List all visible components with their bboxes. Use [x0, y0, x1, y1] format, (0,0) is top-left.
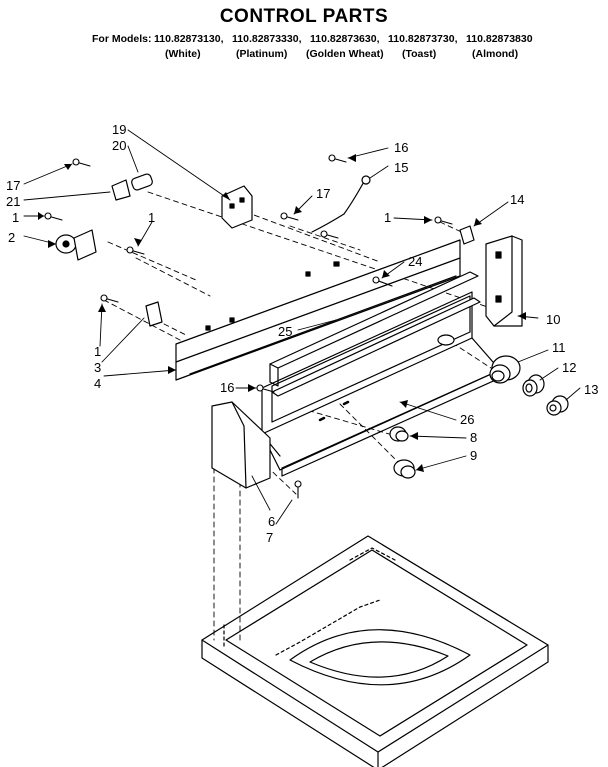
callout-17: 17 — [6, 178, 20, 193]
end-cap — [211, 401, 271, 489]
callout-19: 19 — [112, 122, 126, 137]
small-knob — [389, 426, 409, 442]
callout-21: 21 — [6, 194, 20, 209]
model-color: (White) — [165, 48, 201, 60]
callout-1: 1 — [94, 344, 101, 359]
callouts: 19 20 17 21 1 2 1 1 3 4 16 15 17 1 14 24… — [6, 122, 598, 545]
callout-11: 11 — [552, 340, 566, 355]
switch-component — [55, 229, 97, 261]
trim-strip — [269, 271, 481, 397]
callout-3: 3 — [94, 360, 101, 375]
callout-24: 24 — [408, 254, 422, 269]
model-number: 110.82873730, — [388, 33, 458, 45]
cabinet-top — [201, 535, 549, 767]
model-color: (Almond) — [472, 48, 519, 60]
right-end-cap — [485, 235, 523, 327]
model-number: 110.82873630, — [310, 33, 380, 45]
model-color: (Platinum) — [236, 48, 288, 60]
callout-1: 1 — [12, 210, 19, 225]
model-number: 110.82873330, — [232, 33, 302, 45]
callout-6: 6 — [268, 514, 275, 529]
screws — [44, 154, 453, 499]
callout-26: 26 — [460, 412, 474, 427]
callout-2: 2 — [8, 230, 15, 245]
knob — [546, 395, 569, 416]
callout-4: 4 — [94, 376, 101, 391]
clip-part — [145, 301, 163, 327]
callout-17: 17 — [316, 186, 330, 201]
diagram-title: CONTROL PARTS — [219, 6, 389, 27]
model-number: 110.82873130, — [154, 33, 224, 45]
callout-25: 25 — [278, 324, 292, 339]
callout-9: 9 — [470, 448, 477, 463]
callout-13: 13 — [584, 382, 598, 397]
callout-16: 16 — [394, 140, 408, 155]
large-knob — [393, 459, 416, 479]
callout-1: 1 — [384, 210, 391, 225]
callout-20: 20 — [112, 138, 126, 153]
models-prefix: For Models: — [92, 33, 152, 45]
model-number: 110.82873830 — [466, 33, 533, 45]
callout-10: 10 — [546, 312, 560, 327]
alignment-lines — [103, 191, 521, 641]
switch-bracket — [221, 185, 253, 229]
callout-12: 12 — [562, 360, 576, 375]
timer-dial — [489, 355, 521, 384]
model-color: (Toast) — [402, 48, 437, 60]
knob-skirt — [522, 374, 545, 397]
callout-15: 15 — [394, 160, 408, 175]
leader-lines — [23, 129, 581, 525]
callout-16: 16 — [220, 380, 234, 395]
model-color: (Golden Wheat) — [306, 48, 384, 60]
callout-8: 8 — [470, 430, 477, 445]
callout-7: 7 — [266, 530, 273, 545]
arrowheads — [38, 154, 526, 472]
wire-harness — [311, 175, 371, 233]
callout-1: 1 — [148, 210, 155, 225]
small-bracket — [459, 225, 475, 245]
capacitor — [111, 173, 153, 201]
callout-14: 14 — [510, 192, 524, 207]
rear-bracket — [175, 239, 461, 381]
